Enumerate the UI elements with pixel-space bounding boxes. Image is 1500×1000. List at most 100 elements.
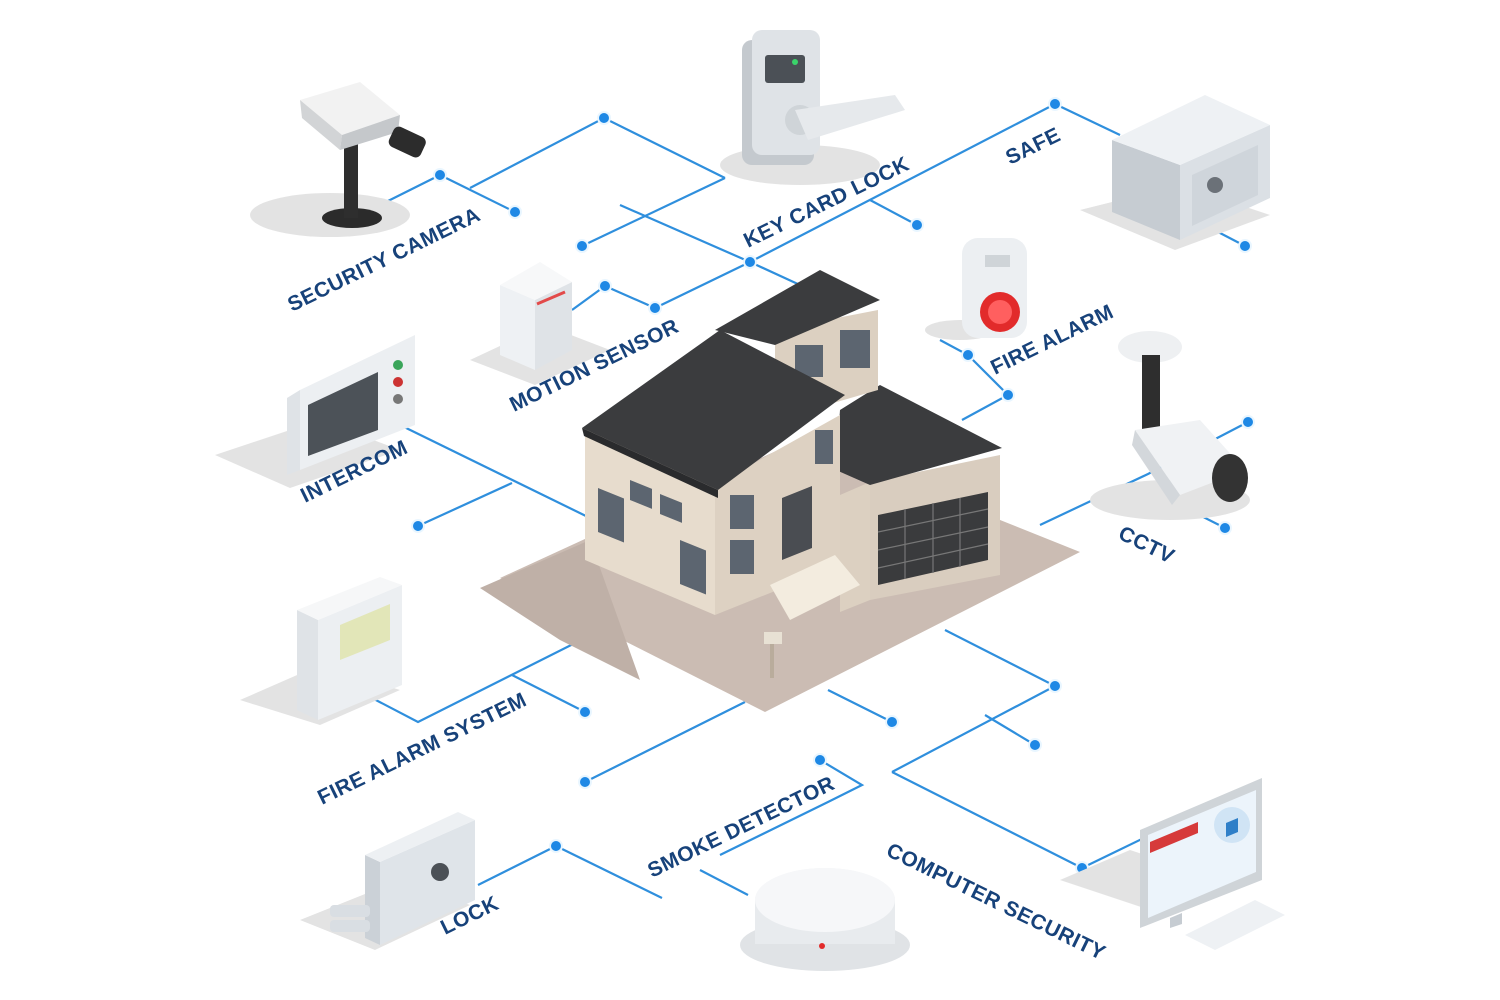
wire-intercom: [399, 424, 591, 519]
window: [730, 495, 754, 529]
wire-house-bottom-left: [584, 701, 746, 783]
garage-door-grid: [877, 498, 989, 579]
window: [840, 330, 870, 368]
key-card-lock-icon: [720, 30, 905, 185]
window: [680, 540, 706, 595]
wire-keycard-right: [869, 199, 918, 226]
safe-dial: [1207, 177, 1223, 193]
security-camera-icon: [250, 82, 426, 237]
window: [730, 540, 754, 574]
node: [961, 348, 975, 362]
node: [1048, 679, 1062, 693]
upper-wing-roof: [715, 270, 880, 345]
main-roof-edge: [582, 428, 718, 498]
keyboard-icon: [1185, 900, 1285, 950]
sensor-led: [536, 290, 566, 306]
mailbox-post: [770, 640, 774, 678]
mailbox: [764, 632, 782, 644]
ceiling-mount: [1118, 331, 1182, 363]
cctv-camera-icon: [1090, 331, 1250, 520]
node: [1218, 521, 1232, 535]
node: [508, 205, 522, 219]
intercom-side: [287, 390, 300, 475]
camera-body-bottom: [340, 115, 400, 150]
lock-top: [365, 812, 475, 862]
node: [549, 839, 563, 853]
wire-lock: [477, 844, 663, 899]
motion-sensor-icon: [470, 262, 610, 385]
camera-lens: [388, 126, 426, 158]
safe-side: [1112, 140, 1180, 240]
panel-side: [297, 610, 318, 720]
intercom-button: [393, 394, 403, 404]
intercom-button: [393, 360, 403, 370]
window: [598, 488, 624, 543]
card-slot: [765, 55, 805, 83]
front-steps: [770, 555, 860, 620]
wire-house-right-node: [984, 714, 1036, 746]
wire-computer-security: [891, 771, 1151, 870]
wire-house-bottom: [827, 689, 893, 723]
window: [630, 480, 652, 509]
sensor-side: [535, 282, 572, 370]
wire-fire-alarm-system-node: [511, 674, 586, 713]
intercom-button: [393, 377, 403, 387]
wire-fire-alarm: [939, 339, 1010, 421]
alarm-button-inner: [988, 300, 1012, 324]
keyhole: [431, 863, 449, 881]
wire-fire-alarm-system: [371, 627, 606, 724]
alert-banner: [1150, 822, 1198, 853]
fire-alarm-icon: [925, 238, 1027, 340]
node: [411, 519, 425, 533]
intercom-icon: [215, 335, 415, 488]
node: [743, 255, 757, 269]
lock-bolt: [330, 905, 370, 917]
lock-icon: [1226, 818, 1238, 837]
monitor-stand: [1170, 913, 1182, 928]
node: [813, 753, 827, 767]
panel-top: [297, 577, 402, 620]
detector-dome: [755, 868, 895, 932]
node: [578, 705, 592, 719]
status-led: [792, 59, 798, 65]
window: [815, 430, 833, 464]
node: [597, 111, 611, 125]
node: [598, 279, 612, 293]
label-cctv: CCTV: [1115, 522, 1178, 569]
node: [578, 775, 592, 789]
intercom-screen: [308, 372, 378, 456]
door-lock-icon: [300, 812, 475, 950]
sensor-front: [500, 285, 535, 370]
camera-lens: [1212, 454, 1248, 502]
lock-front: [380, 820, 475, 945]
node: [433, 168, 447, 182]
yard-shadow: [480, 540, 640, 680]
wire-house-right: [891, 629, 1058, 773]
node: [1028, 738, 1042, 752]
wire-keycard-left: [581, 177, 726, 247]
smoke-detector-icon: [740, 868, 910, 971]
node: [1001, 388, 1015, 402]
wire-intercom-node: [417, 481, 513, 528]
safe-top: [1112, 95, 1270, 165]
window: [660, 494, 682, 523]
camera-body: [300, 82, 400, 135]
camera-stand: [344, 140, 358, 218]
wire-camera-keycard: [469, 116, 726, 189]
node: [648, 301, 662, 315]
wire-smoke-detector: [719, 759, 865, 856]
mount-pole: [1142, 355, 1160, 430]
node: [910, 218, 924, 232]
detector-led: [819, 943, 825, 949]
fire-alarm-panel-icon: [240, 577, 402, 725]
camera-housing-under: [1132, 430, 1180, 505]
node: [1241, 415, 1255, 429]
house-icon: [480, 270, 1080, 712]
label-safe: SAFE: [1002, 123, 1064, 169]
door-handle: [795, 95, 905, 140]
safe-door: [1192, 145, 1258, 226]
wire-smoke-detector-left: [699, 869, 749, 896]
lock-bolt: [330, 920, 370, 932]
main-roof: [582, 330, 845, 490]
